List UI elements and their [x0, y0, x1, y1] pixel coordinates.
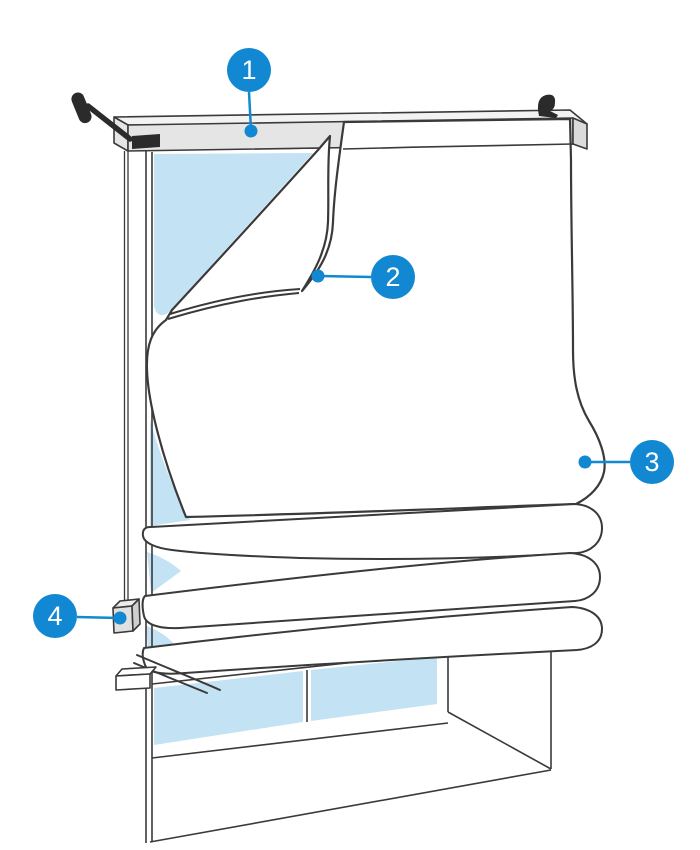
- wall-bottom-edge: [149, 769, 552, 843]
- tilt-wand: [71, 92, 133, 142]
- fold-4-droop-edges: [133, 654, 221, 694]
- glass-pane-right: [311, 657, 437, 721]
- callout-marker-4: 4: [33, 594, 77, 638]
- headrail-right-cap: [572, 117, 588, 150]
- sill-tab-front: [115, 673, 151, 691]
- callout-marker-1: 1: [227, 48, 271, 92]
- leader-dot-3: [578, 455, 592, 469]
- leader-line-1: [247, 91, 253, 131]
- glass-pane-left: [154, 671, 303, 745]
- callout-label-1: 1: [241, 54, 257, 85]
- leader-line-4: [76, 615, 120, 620]
- glass-triangle: [154, 153, 313, 316]
- wand-handle: [71, 92, 92, 124]
- roman-folds: [133, 503, 603, 694]
- weight-right-face: [131, 598, 141, 632]
- lift-cord: [123, 151, 129, 602]
- glass-sliver: [150, 420, 190, 526]
- callout-marker-3: 3: [630, 440, 674, 484]
- sill-diagonal: [447, 711, 552, 770]
- window-bottom: [149, 650, 552, 843]
- leader-line-2: [319, 274, 372, 279]
- leader-dot-2: [311, 269, 325, 283]
- glass-wedge-1: [147, 552, 181, 593]
- fabric-drape-top-edges: [167, 288, 301, 320]
- callout-label-4: 4: [47, 600, 63, 631]
- callout-marker-2: 2: [371, 255, 415, 299]
- headrail-control-box: [132, 134, 160, 149]
- window-glass-upper: [146, 153, 313, 650]
- sill-front-line: [151, 722, 449, 759]
- glass-wedge-2: [146, 626, 174, 650]
- callout-label-2: 2: [385, 261, 401, 292]
- leader-lines: [76, 91, 630, 625]
- callout-label-3: 3: [644, 446, 660, 477]
- fold-2: [141, 552, 601, 630]
- sill-tab: [115, 666, 157, 691]
- mounting-hook-icon: [537, 94, 558, 118]
- leader-dot-4: [113, 611, 127, 625]
- headrail-bottom-edge: [342, 143, 574, 150]
- leader-dot-1: [244, 124, 258, 138]
- wand-shaft: [85, 103, 133, 142]
